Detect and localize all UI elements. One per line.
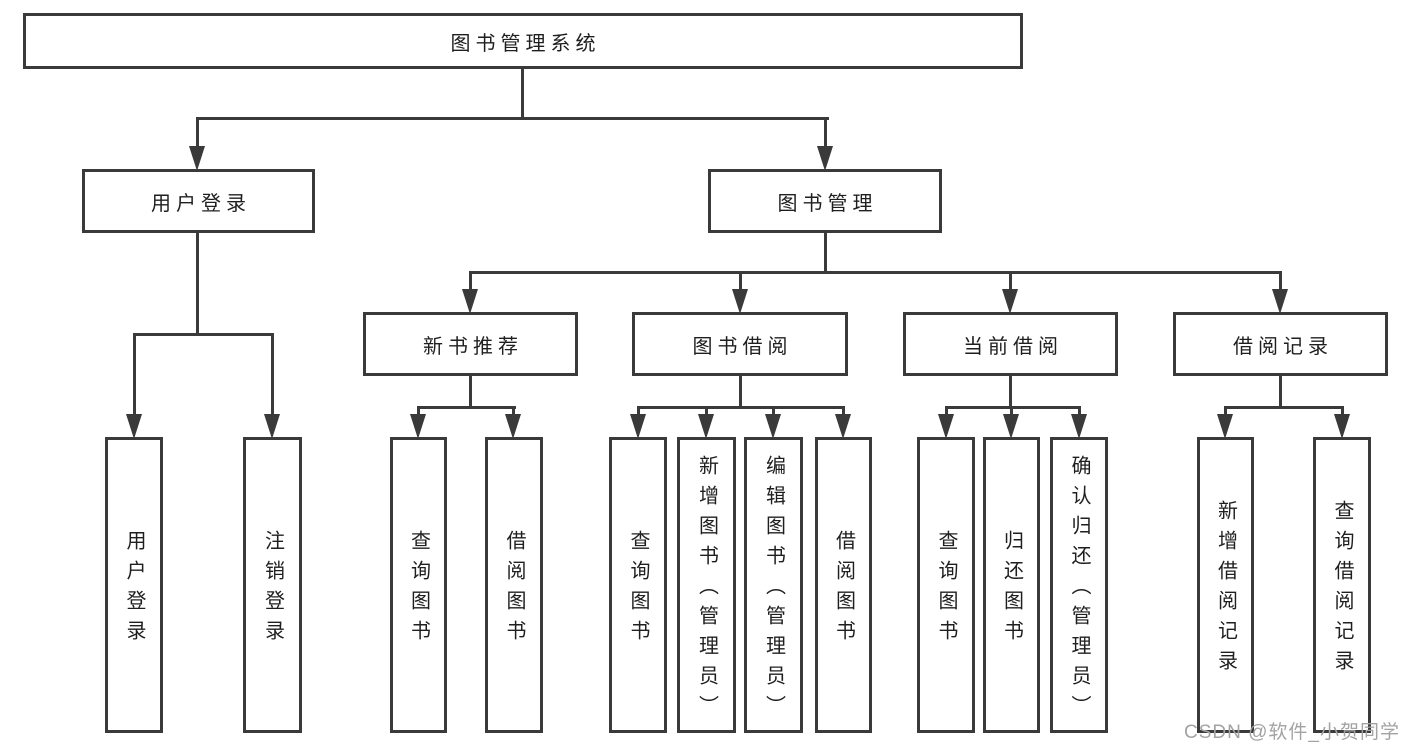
node-label: 用户登录 [151,192,251,215]
leaf-return-book: 归还图书 [983,437,1040,733]
connector-line [1224,406,1344,409]
leaf-user-login: 用户登录 [105,437,163,733]
connector-line [1341,406,1344,418]
connector-line [637,406,640,418]
connector-line [196,117,199,149]
arrowhead-icon [1334,414,1350,439]
node-label: 图书借阅 [692,335,793,358]
node-label: 注销登录 [261,530,284,650]
connector-line [133,333,136,415]
connector-line [196,233,199,335]
leaf-confirm-return-admin: 确认归还（管理员） [1050,437,1108,733]
connector-line [417,406,516,409]
node-label: 查询图书 [935,530,957,650]
node-label: 查询图书 [407,530,430,650]
connector-line [824,233,827,274]
node-label: 归还图书 [1000,530,1023,650]
arrowhead-icon [698,414,714,439]
node-label: 用户登录 [123,530,145,650]
node-book-management: 图书管理 [708,169,942,233]
arrowhead-icon [835,414,851,439]
connector-line [739,376,742,409]
connector-line [521,69,524,120]
arrowhead-icon [189,146,205,171]
node-label: 新增图书（管理员） [695,455,718,725]
node-borrow-records: 借阅记录 [1173,312,1388,376]
leaf-edit-book-admin: 编辑图书（管理员） [744,437,803,733]
arrowhead-icon [765,414,781,439]
leaf-add-book-admin: 新增图书（管理员） [677,437,736,733]
arrowhead-icon [264,414,280,439]
connector-line [512,406,515,418]
csdn-watermark: CSDN @软件_小贺同学 [1184,722,1400,743]
node-label: 确认归还（管理员） [1068,455,1090,725]
node-book-borrow: 图书借阅 [632,312,848,376]
connector-line [1279,376,1282,409]
node-label: 图书管理 [777,192,878,215]
node-label: 新增借阅记录 [1214,500,1237,680]
connector-line [417,406,420,418]
connector-line [1009,376,1012,409]
connector-line [772,406,775,418]
leaf-current-query-book: 查询图书 [917,437,975,733]
connector-line [1224,406,1227,418]
connector-line [824,117,827,149]
leaf-recommend-borrow-book: 借阅图书 [485,437,543,733]
connector-line [196,117,829,120]
connector-line [469,271,472,291]
node-label: 图书管理系统 [450,32,601,55]
arrowhead-icon [817,146,833,171]
connector-line [945,406,1081,409]
node-label: 新书推荐 [423,335,523,358]
arrowhead-icon [938,414,954,439]
leaf-borrow-book: 借阅图书 [815,437,872,733]
arrowhead-icon [126,414,142,439]
leaf-logout: 注销登录 [243,437,302,733]
node-label: 借阅图书 [503,530,525,650]
connector-line [133,333,274,336]
connector-line [945,406,948,418]
leaf-borrow-query-book: 查询图书 [609,437,667,733]
arrowhead-icon [1002,289,1018,314]
leaf-query-borrow-record: 查询借阅记录 [1313,437,1371,733]
node-new-book-recommend: 新书推荐 [363,312,578,376]
node-label: 查询借阅记录 [1331,500,1353,680]
connector-line [271,333,274,415]
leaf-add-borrow-record: 新增借阅记录 [1197,437,1254,733]
arrowhead-icon [732,289,748,314]
connector-line [469,376,472,409]
connector-line [1010,406,1013,418]
arrowhead-icon [1071,414,1087,439]
arrowhead-icon [1272,289,1288,314]
node-user-login: 用户登录 [82,169,315,233]
arrowhead-icon [462,289,478,314]
arrowhead-icon [630,414,646,439]
node-current-borrow: 当前借阅 [903,312,1118,376]
connector-line [739,271,742,291]
arrowhead-icon [1217,414,1233,439]
connector-line [1078,406,1081,418]
node-label: 借阅记录 [1233,335,1333,358]
leaf-recommend-query-book: 查询图书 [390,437,447,733]
node-label: 查询图书 [627,530,649,650]
connector-line [1279,271,1282,291]
arrowhead-icon [1003,414,1019,439]
node-label: 借阅图书 [832,530,855,650]
node-label: 编辑图书（管理员） [762,455,785,725]
arrowhead-icon [505,414,521,439]
connector-line [1009,271,1012,291]
connector-line [705,406,708,418]
connector-line [842,406,845,418]
node-root: 图书管理系统 [23,13,1023,69]
connector-line [637,406,845,409]
connector-line [469,271,1282,274]
arrowhead-icon [410,414,426,439]
node-label: 当前借阅 [963,335,1063,358]
